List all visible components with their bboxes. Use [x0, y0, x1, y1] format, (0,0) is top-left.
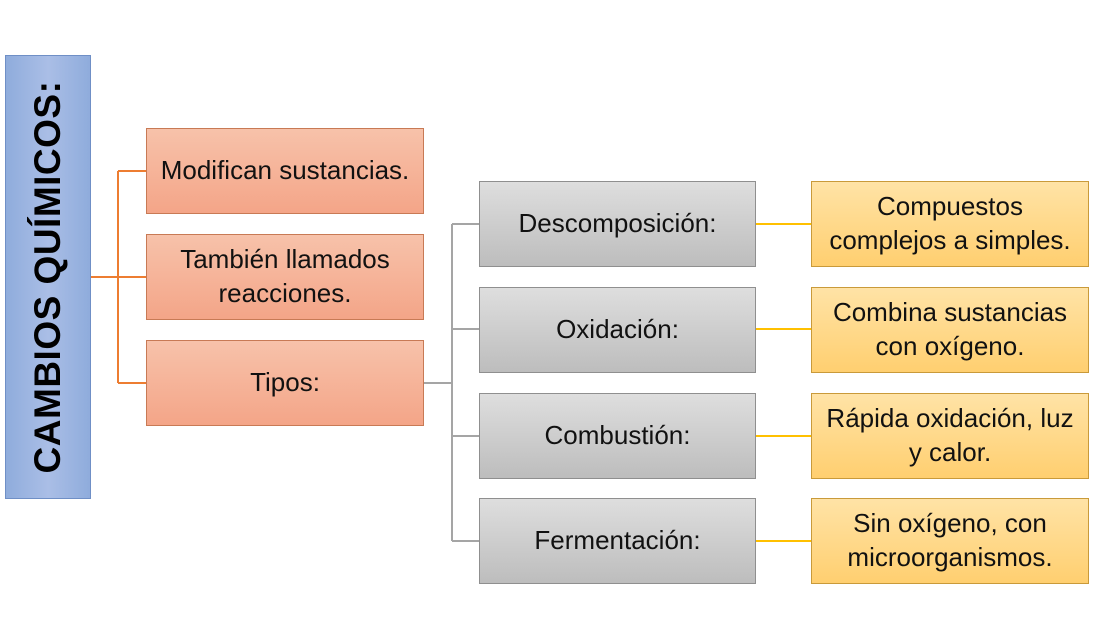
- node-combustion: Combustión:: [479, 393, 756, 479]
- node-modifican-sustancias: Modifican sustancias.: [146, 128, 424, 214]
- node-oxidacion: Oxidación:: [479, 287, 756, 373]
- desc-oxidacion: Combina sustancias con oxígeno.: [811, 287, 1089, 373]
- root-node: CAMBIOS QUÍMICOS:: [5, 55, 91, 499]
- description-text: Rápida oxidación, luz y calor.: [826, 403, 1074, 467]
- desc-fermentacion: Sin oxígeno, con microorganismos.: [811, 498, 1089, 584]
- description-text: Compuestos complejos a simples.: [829, 191, 1071, 255]
- root-title: CAMBIOS QUÍMICOS:: [26, 80, 68, 474]
- type-label: Oxidación:: [556, 314, 679, 345]
- type-label: Descomposición:: [518, 208, 717, 239]
- type-label: Fermentación:: [534, 525, 701, 556]
- node-tambien-llamados: También llamados reacciones.: [146, 234, 424, 320]
- node-tipos: Tipos:: [146, 340, 424, 426]
- node-descomposicion: Descomposición:: [479, 181, 756, 267]
- node-fermentacion: Fermentación:: [479, 498, 756, 584]
- node-label: Modifican sustancias.: [160, 155, 410, 186]
- type-label: Combustión:: [544, 420, 691, 451]
- description-text: Combina sustancias con oxígeno.: [832, 297, 1068, 361]
- connector-tipos-to-types: [424, 223, 479, 542]
- node-label: También llamados reacciones.: [180, 244, 390, 308]
- description-text: Sin oxígeno, con microorganismos.: [847, 508, 1053, 572]
- connector-types-to-descriptions: [756, 223, 811, 542]
- desc-descomposicion: Compuestos complejos a simples.: [811, 181, 1089, 267]
- desc-combustion: Rápida oxidación, luz y calor.: [811, 393, 1089, 479]
- node-label: Tipos:: [250, 367, 320, 398]
- connector-root-to-level1: [91, 170, 146, 384]
